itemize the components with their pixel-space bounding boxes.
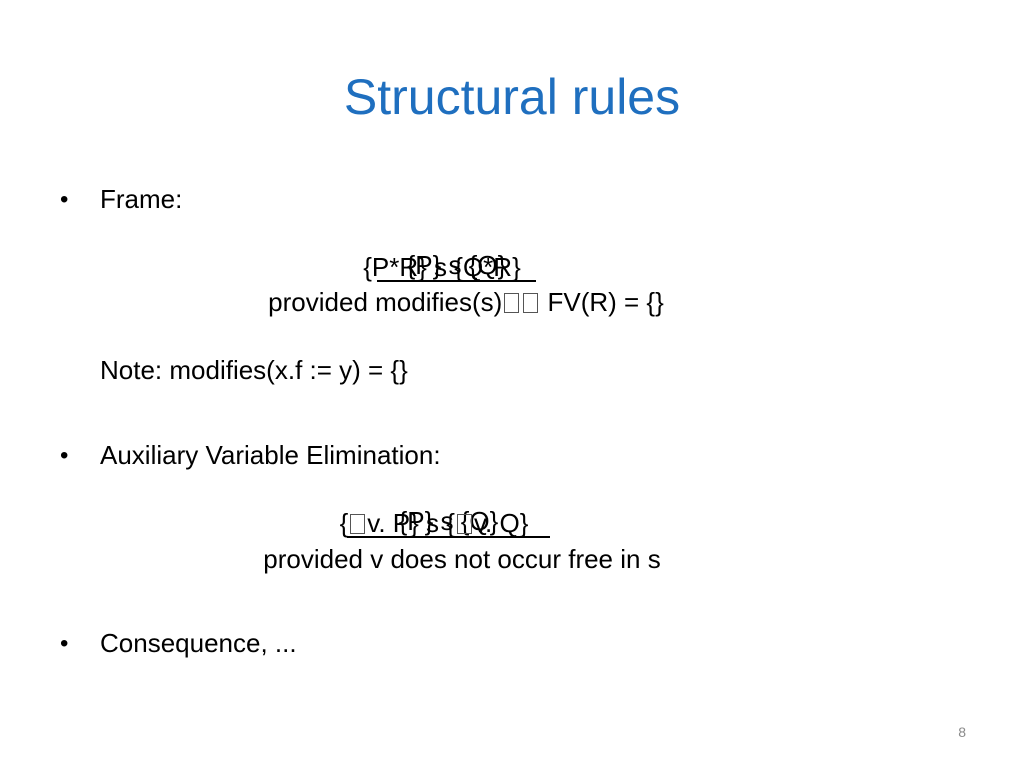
aux-label: Auxiliary Variable Elimination: bbox=[100, 440, 441, 470]
missing-glyph-icon bbox=[456, 514, 472, 534]
aux-premise-row: {P} s {Q} bbox=[0, 470, 946, 572]
aux-conclusion-end: v. Q} bbox=[473, 508, 529, 538]
missing-glyph-icon bbox=[504, 293, 520, 313]
missing-glyph-icon bbox=[350, 514, 366, 534]
frame-side-condition-end: FV(R) = {} bbox=[540, 287, 664, 317]
frame-side-condition-start: provided modifies(s) bbox=[268, 287, 503, 317]
aux-side-condition: provided v does not occur free in s bbox=[263, 544, 661, 574]
frame-premise-row: {P} s {Q} bbox=[0, 214, 954, 316]
frame-premise: {P} s {Q} bbox=[376, 250, 537, 282]
frame-side-condition: provided modifies(s) FV(R) = {} bbox=[0, 285, 978, 319]
aux-premise: {P} s {Q} bbox=[346, 506, 551, 538]
frame-label: Frame: bbox=[100, 184, 183, 214]
bullet-aux: • bbox=[60, 442, 69, 469]
aux-conclusion: { v. P} s { v. Q} bbox=[0, 506, 946, 540]
bullet-consequence: • bbox=[60, 630, 69, 657]
aux-conclusion-open: { bbox=[339, 508, 349, 538]
page-number: 8 bbox=[958, 724, 966, 740]
frame-conclusion: {P*R} s {Q*R} bbox=[363, 252, 521, 282]
slide-title: Structural rules bbox=[343, 69, 681, 125]
aux-conclusion-middle: v. P} s { bbox=[367, 508, 455, 538]
consequence-label: Consequence, ... bbox=[100, 628, 297, 658]
bullet-frame: • bbox=[60, 186, 69, 213]
missing-glyph-icon bbox=[523, 293, 539, 313]
frame-note: Note: modifies(x.f := y) = {} bbox=[100, 355, 408, 385]
